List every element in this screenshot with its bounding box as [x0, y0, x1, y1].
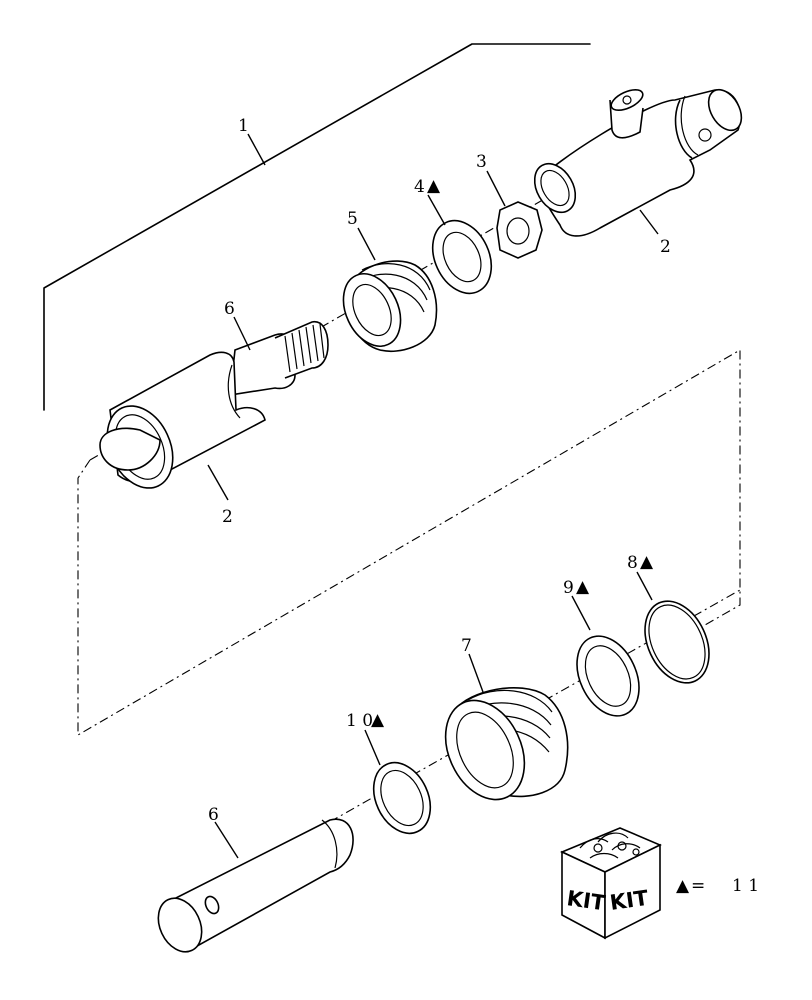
leader-lines — [207, 133, 659, 859]
legend-symbol: ▲ — [676, 876, 690, 896]
washer-upper — [431, 219, 493, 295]
kit-box-icon: KIT KIT — [560, 827, 662, 940]
callout-5: 5 — [347, 209, 358, 229]
marker-9: ▲ — [576, 577, 590, 597]
callout-6-lower: 6 — [208, 805, 219, 825]
callout-2-lower: 2 — [222, 507, 233, 527]
callout-1: 1 — [238, 116, 249, 136]
o-ring — [644, 600, 710, 684]
callout-10: 1 0 — [346, 711, 373, 731]
kit-label-right: KIT — [608, 886, 650, 915]
pin — [157, 818, 354, 953]
legend-equals: = — [691, 876, 705, 896]
callout-6-upper: 6 — [224, 299, 235, 319]
callout-3: 3 — [476, 152, 487, 172]
nut — [496, 201, 543, 259]
marker-8: ▲ — [640, 552, 654, 572]
cylinder-tube-rod-end — [99, 351, 266, 489]
callout-4: 4 — [414, 177, 425, 197]
legend-value: 1 1 — [732, 876, 759, 896]
callout-7: 7 — [461, 636, 472, 656]
piston-lower — [444, 687, 569, 801]
cylinder-tube-end — [533, 88, 743, 237]
callout-9: 9 — [563, 578, 574, 598]
callout-8: 8 — [627, 553, 638, 573]
piston-upper — [342, 260, 438, 352]
backup-ring — [576, 635, 640, 717]
marker-10: ▲ — [371, 710, 385, 730]
marker-4: ▲ — [427, 176, 441, 196]
kit-label-left: KIT — [565, 886, 607, 915]
callout-labels: 1 2 3 4 ▲ 5 6 2 7 8 ▲ 9 ▲ 1 0 ▲ 6 — [208, 116, 671, 825]
assembly-bracket — [43, 43, 591, 411]
kit-legend: ▲ = 1 1 — [676, 876, 759, 896]
callout-2-upper: 2 — [660, 237, 671, 257]
rod-threaded-end — [229, 321, 329, 396]
seal-ring-lower — [372, 761, 432, 835]
